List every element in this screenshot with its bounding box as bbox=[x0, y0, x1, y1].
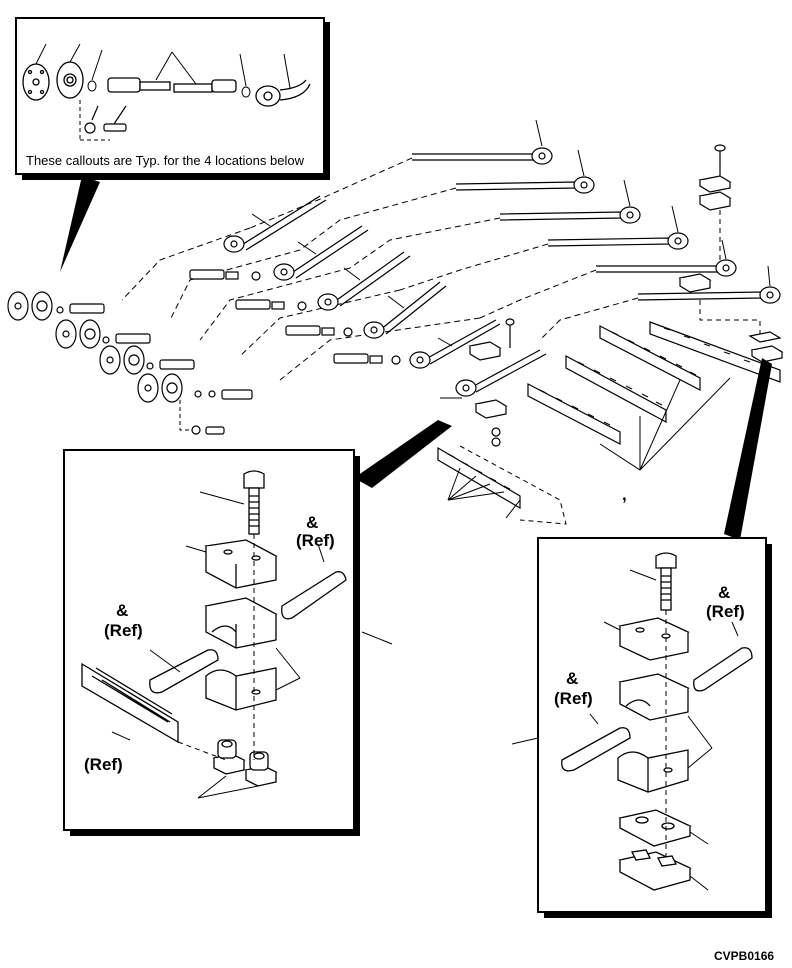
left-bolt bbox=[243, 470, 265, 535]
inset-o-ring-1 bbox=[87, 80, 97, 92]
inset-pointer bbox=[60, 176, 100, 272]
left-label-2-ref: (Ref) bbox=[104, 621, 143, 640]
left-detail-shadow bbox=[70, 830, 360, 836]
right-detail: & (Ref) & (Ref) bbox=[511, 537, 772, 918]
right-label-1-amp: & bbox=[718, 583, 730, 602]
inset-flange-2 bbox=[56, 61, 84, 99]
callout-inset: These callouts are Typ. for the 4 locati… bbox=[15, 17, 330, 180]
left-flanges bbox=[7, 291, 253, 435]
clamp-parts-right bbox=[678, 144, 784, 363]
right-ref-tube-upper bbox=[693, 647, 753, 692]
right-ref-tube-lower bbox=[561, 727, 631, 772]
right-column-dash bbox=[699, 210, 761, 334]
inset-frame-shadow bbox=[22, 174, 326, 180]
right-label-2-amp: & bbox=[566, 669, 578, 688]
right-label-2-ref: (Ref) bbox=[554, 689, 593, 708]
rail-notches bbox=[447, 327, 771, 490]
right-nut-plate bbox=[618, 849, 692, 891]
inset-tube-fitting bbox=[107, 77, 237, 93]
right-cover-plate bbox=[618, 617, 690, 661]
left-label-1-ref: (Ref) bbox=[296, 531, 335, 550]
main-assembly bbox=[7, 119, 784, 525]
left-channel-nut-1 bbox=[212, 739, 246, 775]
inset-note: These callouts are Typ. for the 4 locati… bbox=[26, 153, 305, 168]
bent-tube-flanges bbox=[223, 235, 477, 397]
right-detail-leaders bbox=[511, 569, 739, 891]
left-ref-tube-lower bbox=[149, 649, 219, 694]
bent-tubes bbox=[239, 195, 547, 393]
clamp-parts-middle bbox=[468, 318, 515, 447]
left-label-3-ref: (Ref) bbox=[84, 755, 123, 774]
stray-mark: , bbox=[622, 485, 627, 504]
inset-screw-washer bbox=[84, 105, 127, 134]
right-lower-clamp bbox=[617, 749, 689, 793]
left-label-2-amp: & bbox=[116, 601, 128, 620]
inset-flange-1 bbox=[22, 63, 50, 101]
right-spacer-plate bbox=[618, 809, 692, 847]
figure-code: CVPB0166 bbox=[714, 949, 774, 963]
inset-leader-lines bbox=[35, 43, 291, 141]
rail-dash bbox=[459, 445, 567, 525]
screw-dash bbox=[179, 400, 192, 431]
left-cover-plate bbox=[204, 539, 278, 589]
bent-tube-leaders bbox=[251, 213, 462, 399]
left-ref-tube-upper bbox=[281, 571, 347, 620]
left-upper-clamp bbox=[204, 597, 278, 649]
inset-o-ring-2 bbox=[241, 86, 251, 98]
inset-elbow-flange bbox=[255, 79, 311, 107]
right-bolt bbox=[655, 552, 677, 611]
left-detail: & (Ref) & (Ref) (Ref) bbox=[63, 449, 393, 836]
right-detail-shadow-side bbox=[766, 544, 772, 918]
left-detail-shadow-side bbox=[354, 456, 360, 836]
inset-frame-shadow-side bbox=[324, 22, 330, 180]
straight-tubes bbox=[412, 153, 763, 301]
right-detail-pointer bbox=[724, 358, 772, 540]
left-detail-pointer bbox=[354, 420, 452, 488]
tube-end-flanges bbox=[531, 147, 781, 304]
right-label-1-ref: (Ref) bbox=[706, 602, 745, 621]
right-upper-clamp bbox=[618, 673, 690, 721]
left-lower-clamp bbox=[205, 667, 277, 711]
fitting-rows bbox=[189, 269, 401, 365]
left-detail-leaders bbox=[111, 491, 393, 799]
left-label-1-amp: & bbox=[306, 513, 318, 532]
right-detail-shadow bbox=[544, 912, 772, 918]
left-detail-frame bbox=[63, 449, 355, 831]
routing-dash-lines bbox=[121, 157, 639, 381]
left-channel-nut-2 bbox=[244, 751, 278, 787]
tube-leaders bbox=[535, 119, 771, 287]
inset-frame bbox=[15, 17, 325, 175]
rail-leaders bbox=[447, 377, 731, 519]
